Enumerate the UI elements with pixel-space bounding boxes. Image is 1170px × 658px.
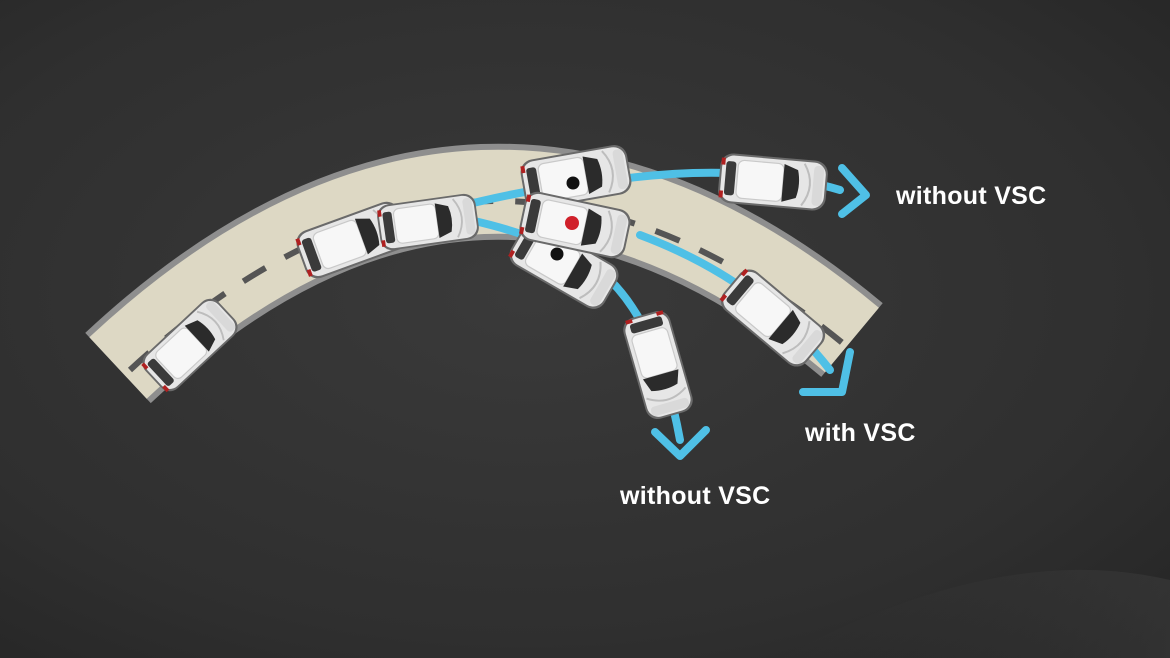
inward-arrowhead [651,426,710,460]
with-vsc-label: with VSC [805,419,916,447]
car-icon [716,151,830,213]
background-glow [780,569,1170,658]
outward-arrowhead [838,164,870,218]
stable-marker-dot [550,247,564,261]
road-surface [89,149,879,399]
vsc-arrowhead [799,348,854,396]
without-vsc-outward-label: without VSC [896,182,1047,210]
vsc-marker-dot [565,216,579,230]
stable-marker-dot [566,176,580,190]
without-vsc-inward-label: without VSC [620,482,771,510]
